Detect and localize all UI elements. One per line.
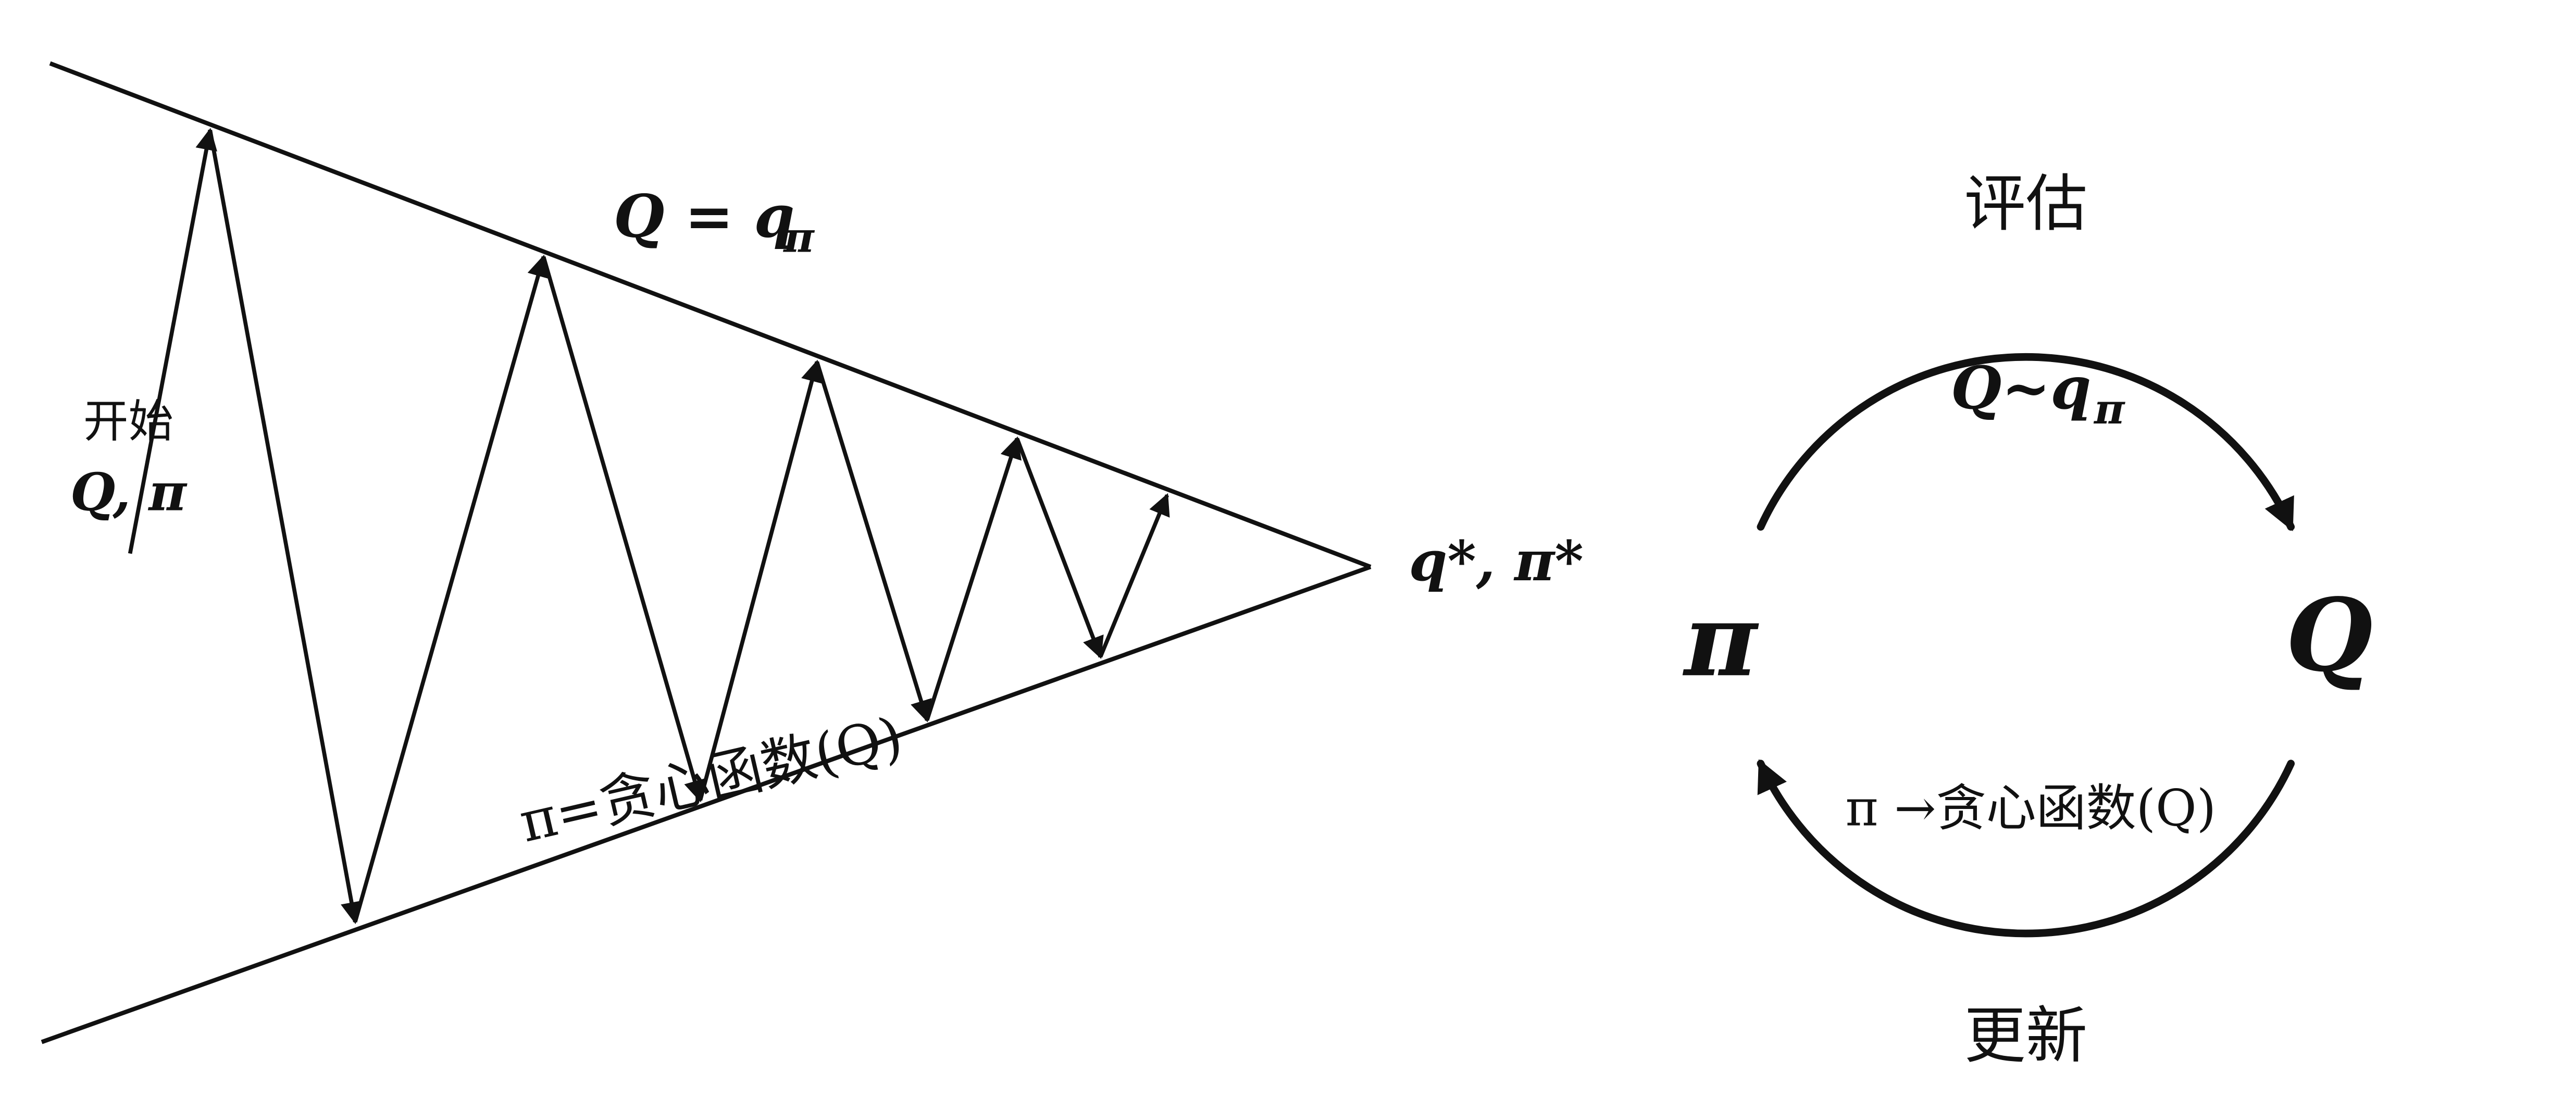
top-line-label: Q = q	[614, 183, 795, 251]
optimal-convergence-label: q*, π*	[1409, 529, 1584, 593]
update-label: 更新	[1964, 1000, 2087, 1071]
evaluate-arc-arrow	[1757, 353, 2295, 532]
evaluate-formula: Q~q	[1951, 354, 2092, 422]
gpi-cycle-diagram: 评估 Q~q π π Q π →贪心函数(Q) 更新	[1683, 168, 2373, 1071]
start-formula: Q, π	[70, 463, 188, 523]
update-formula: π →贪心函数(Q)	[1846, 779, 2217, 838]
zigzag-segment-8	[1015, 438, 1104, 659]
q-node: Q	[2286, 577, 2373, 694]
pi-node: π	[1683, 582, 1759, 700]
top-boundary-line	[49, 61, 1372, 569]
iteration-zigzag-arrows	[128, 128, 1170, 925]
zigzag-segment-6	[815, 361, 932, 722]
zigzag-segment-4	[541, 256, 706, 803]
zigzag-segment-9	[1098, 493, 1170, 658]
bottom-line-label: π=贪心函数(Q)	[514, 705, 909, 855]
update-arc-arrow	[1757, 759, 2295, 938]
zigzag-segment-3	[353, 255, 549, 923]
zigzag-segment-5	[698, 359, 823, 801]
zigzag-segment-1	[128, 128, 217, 554]
start-label: 开始	[83, 396, 173, 448]
bottom-boundary-line	[41, 565, 1372, 1044]
zigzag-segment-2	[208, 130, 363, 925]
evaluate-label: 评估	[1964, 168, 2087, 240]
top-line-label-subscript: π	[782, 213, 815, 262]
zigzag-segment-7	[925, 437, 1022, 721]
policy-iteration-triangle-diagram: 开始 Q, π Q = q π π=贪心函数(Q) q*, π*	[41, 61, 1584, 1044]
evaluate-formula-subscript: π	[2093, 384, 2125, 433]
